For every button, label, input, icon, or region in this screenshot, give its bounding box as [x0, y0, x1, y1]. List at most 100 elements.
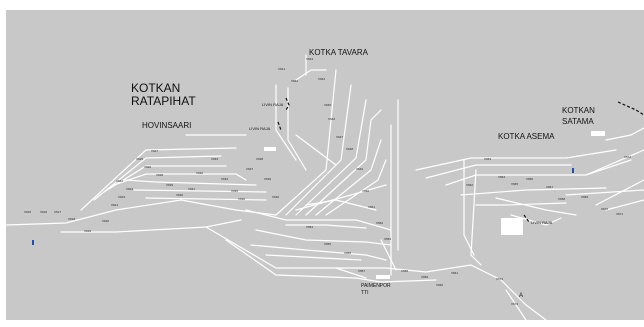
label-kotkan-ratapihat-line2: RATAPIHAT — [131, 94, 196, 108]
track-yard-a — [245, 209, 392, 231]
track-code-label: V673 — [496, 277, 503, 281]
track-spine-3 — [380, 239, 397, 271]
track-code-label: V645 — [324, 103, 331, 107]
label-paimenportti-line1: PAIMENPOR — [361, 283, 391, 289]
track-south-main-2 — [225, 239, 437, 283]
signal-asema — [572, 168, 574, 173]
track-code-label: V617 — [54, 210, 61, 214]
track-code-label: V663 — [484, 157, 491, 161]
track-tavara-10 — [287, 87, 307, 171]
track-asema-8 — [585, 149, 644, 176]
label-kotka-tavara: KOTKA TAVARA — [309, 48, 369, 57]
building-hovinsaari-2 — [501, 218, 523, 235]
track-tavara-11 — [295, 134, 337, 166]
track-code-label: V649 — [356, 167, 363, 171]
track-code-label: V638 — [256, 157, 263, 161]
track-yard-d — [265, 254, 362, 261]
track-asema-11 — [605, 199, 644, 211]
track-hovinsaari-2 — [93, 155, 222, 201]
track-code-label: V666 — [526, 177, 533, 181]
track-code-label: V651 — [368, 205, 375, 209]
station-buildings — [264, 131, 605, 279]
label-a: A — [519, 293, 523, 299]
label-livin-raja-3: LIVIN RAJA — [531, 220, 553, 225]
track-code-label: V620 — [102, 219, 109, 223]
track-asema-1 — [415, 149, 617, 171]
signal-markers — [32, 168, 574, 245]
track-code-label: V665 — [511, 182, 518, 186]
track-code-label: V629 — [166, 183, 173, 187]
track-code-label: V654 — [306, 225, 313, 229]
track-code-label: V637 — [246, 167, 253, 171]
track-hovinsaari-7 — [145, 197, 267, 201]
track-code-label: V657 — [358, 269, 365, 273]
track-yard-b — [255, 229, 392, 246]
track-code-label: V625 — [136, 157, 143, 161]
track-south-exit — [470, 264, 547, 320]
track-south-exit-2 — [505, 289, 527, 320]
track-code-label: V644 — [318, 77, 325, 81]
track-lines — [6, 54, 644, 320]
track-code-label: V621 — [111, 203, 118, 207]
track-yard-g — [285, 224, 367, 229]
track-yard-e — [295, 184, 387, 211]
track-code-label: V624 — [126, 187, 133, 191]
track-code-label: V672 — [624, 155, 631, 159]
track-south-main-1 — [205, 226, 472, 273]
track-hovinsaari-4 — [113, 173, 247, 186]
track-asema-4 — [460, 187, 607, 196]
track-code-label: V662 — [466, 183, 473, 187]
label-kotkan-satama-line2: SATAMA — [562, 117, 594, 126]
track-code-label: V653 — [384, 237, 391, 241]
track-code-label: V674 — [511, 302, 518, 306]
livin-raja-marker-1 — [285, 97, 290, 111]
track-code-label: V670 — [601, 207, 608, 211]
track-tavara-2 — [285, 84, 352, 216]
track-code-label: V659 — [421, 275, 428, 279]
track-code-label: V636 — [238, 197, 245, 201]
track-code-label: V630 — [176, 193, 183, 197]
track-code-label: V660 — [436, 283, 443, 287]
label-kotkan-satama-line1: KOTKAN — [562, 106, 595, 115]
track-code-label: V619 — [84, 229, 91, 233]
track-hovinsaari-5 — [123, 179, 257, 186]
track-code-label: V627 — [151, 149, 158, 153]
track-yard-f — [305, 199, 377, 211]
track-tavara-3 — [295, 99, 367, 216]
track-asema-5 — [475, 202, 567, 206]
track-code-label: V618 — [68, 217, 75, 221]
livin-raja-marker-2 — [277, 121, 282, 131]
track-code-label: V646 — [328, 117, 335, 121]
track-yard-c — [250, 244, 387, 261]
label-livin-raja-2: LIVIN RAJA — [249, 126, 271, 131]
track-lower-west — [60, 219, 242, 233]
track-asema-2 — [425, 164, 572, 179]
track-tavara-8 — [295, 69, 327, 81]
label-livin-raja-1: LIVIN RAJA — [262, 102, 284, 107]
track-code-label: V656 — [344, 251, 351, 255]
track-code-label: V671 — [616, 212, 623, 216]
track-asema-13 — [463, 159, 475, 256]
track-asema-3 — [445, 159, 632, 186]
track-south-main-3 — [335, 267, 367, 279]
track-code-label: V639 — [264, 177, 271, 181]
track-code-label: V643 — [306, 57, 313, 61]
satama-boundary-dash — [617, 101, 644, 116]
track-code-label: V615 — [24, 210, 31, 214]
track-tavara-9 — [275, 84, 297, 161]
track-code-label: V647 — [336, 135, 343, 139]
track-asema-9 — [565, 189, 644, 196]
place-labels: KOTKAN RATAPIHAT KOTKA TAVARA HOVINSAARI… — [131, 48, 595, 299]
building-paimenportti — [376, 275, 390, 279]
track-code-label: V622 — [116, 179, 123, 183]
track-code-label: V635 — [231, 189, 238, 193]
track-code-label: V616 — [40, 210, 47, 214]
track-satama — [605, 127, 644, 141]
track-asema-12 — [470, 169, 482, 266]
track-asema-6 — [495, 197, 577, 216]
track-hovinsaari-1 — [80, 147, 237, 211]
building-satama — [591, 131, 605, 136]
